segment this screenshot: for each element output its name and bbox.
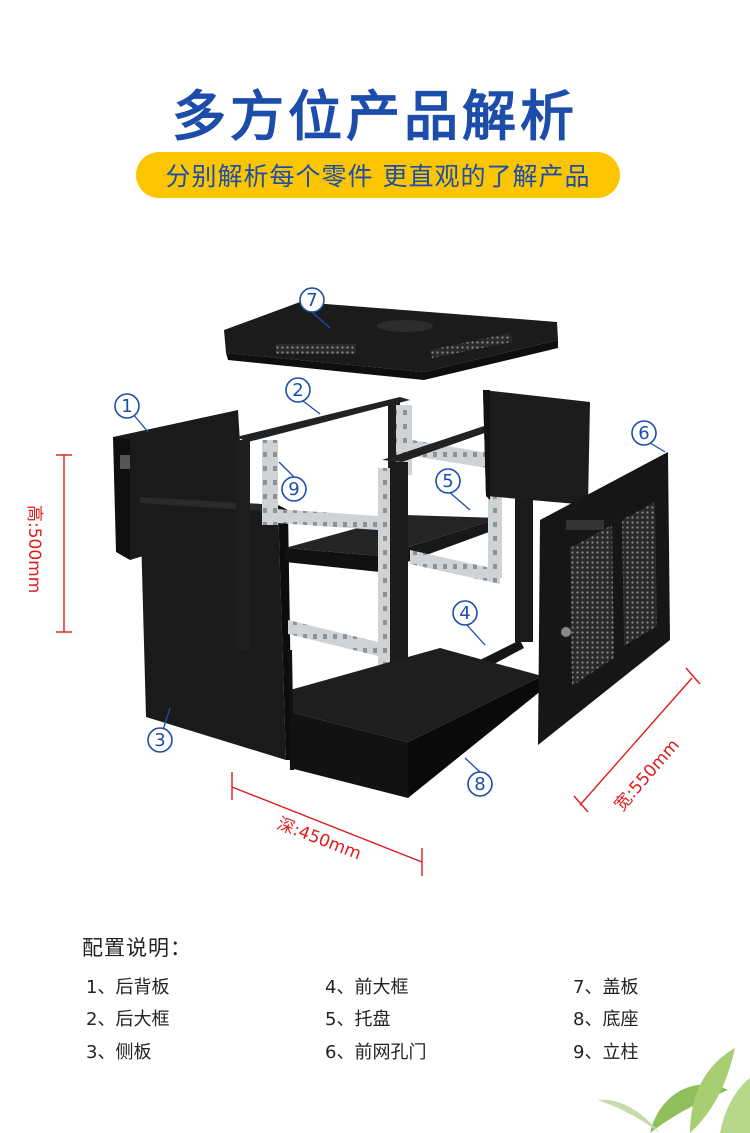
height-dimension-label: 高:500mm <box>24 505 44 593</box>
callout-circle-2 <box>285 377 311 403</box>
callout-circle-8 <box>467 771 493 797</box>
front-mesh-door <box>538 452 670 745</box>
callout-number-8: 8 <box>474 774 485 795</box>
callout-circle-7 <box>299 287 325 313</box>
leaf-decoration <box>598 1048 750 1133</box>
callout-circle-9 <box>281 476 307 502</box>
subtitle-banner: 分别解析每个零件 更直观的了解产品 <box>136 152 620 198</box>
config-item: 7、盖板 <box>573 977 639 998</box>
config-item: 4、前大框 <box>325 977 409 998</box>
callout-number-3: 3 <box>154 730 165 751</box>
config-item: 6、前网孔门 <box>325 1042 427 1063</box>
callout-circle-6 <box>631 420 657 446</box>
callout-number-5: 5 <box>442 471 453 492</box>
config-title: 配置说明： <box>82 936 192 960</box>
config-item: 5、托盘 <box>325 1009 391 1030</box>
callout-circle-4 <box>452 600 478 626</box>
callout-number-1: 1 <box>121 396 132 417</box>
top-cover <box>224 302 558 380</box>
page-title: 多方位产品解析 <box>172 85 578 148</box>
callout-circle-5 <box>435 468 461 494</box>
width-dimension-label: 宽:550mm <box>611 736 684 816</box>
callout-number-7: 7 <box>306 290 317 311</box>
config-item: 3、侧板 <box>86 1042 152 1063</box>
config-item: 2、后大框 <box>86 1009 170 1030</box>
subtitle-text: 分别解析每个零件 更直观的了解产品 <box>165 162 591 191</box>
base <box>288 648 542 798</box>
callout-number-4: 4 <box>459 603 470 624</box>
config-item: 9、立柱 <box>573 1042 639 1063</box>
callout-number-2: 2 <box>292 380 303 401</box>
callout-circle-3 <box>147 727 173 753</box>
callout-leaders <box>132 311 666 773</box>
callout-markers: 1 2 3 4 5 6 7 8 9 <box>114 287 657 797</box>
callout-number-6: 6 <box>638 423 649 444</box>
callout-circle-1 <box>114 393 140 419</box>
right-rear-panel <box>483 390 590 505</box>
config-item: 8、底座 <box>573 1009 639 1030</box>
callout-number-9: 9 <box>288 479 299 500</box>
side-panel <box>140 497 292 760</box>
config-item: 1、后背板 <box>86 977 170 998</box>
dimension-lines <box>56 454 701 876</box>
rails <box>262 405 502 698</box>
